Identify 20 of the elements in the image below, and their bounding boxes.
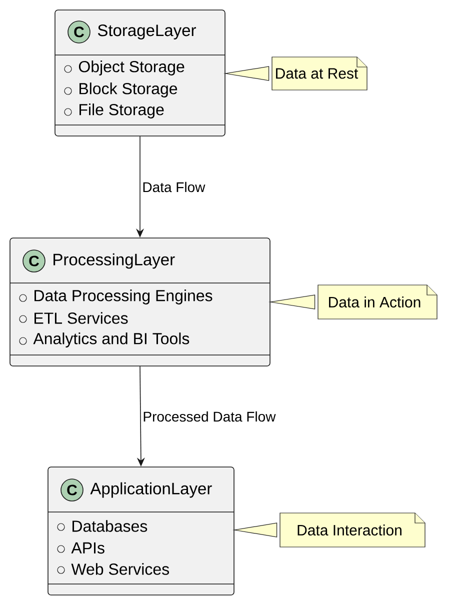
class-box [54, 10, 226, 136]
member-item: File Storage [64, 104, 164, 118]
class-box [10, 238, 270, 366]
member-item: Web Services [57, 563, 169, 575]
member-item: Databases [57, 520, 148, 532]
member-item: Object Storage [64, 60, 184, 76]
note-box: Data at Rest [272, 56, 368, 90]
member-item: APIs [57, 542, 104, 554]
note-box: Data in Action [318, 284, 438, 320]
member-item: ETL Services [19, 312, 128, 324]
member-item: Data Processing Engines [19, 290, 212, 304]
edge-label: Data Flow [141, 180, 206, 194]
member-item: Block Storage [64, 82, 178, 98]
class-name: ApplicationLayer [90, 482, 212, 498]
edge-label: Processed Data Flow [142, 410, 277, 423]
class-name: StorageLayer [98, 24, 196, 40]
note-box: Data Interaction [280, 512, 426, 548]
class-name: ProcessingLayer [54, 253, 175, 269]
member-item: Analytics and BI Tools [19, 332, 190, 348]
class-box [48, 466, 234, 596]
